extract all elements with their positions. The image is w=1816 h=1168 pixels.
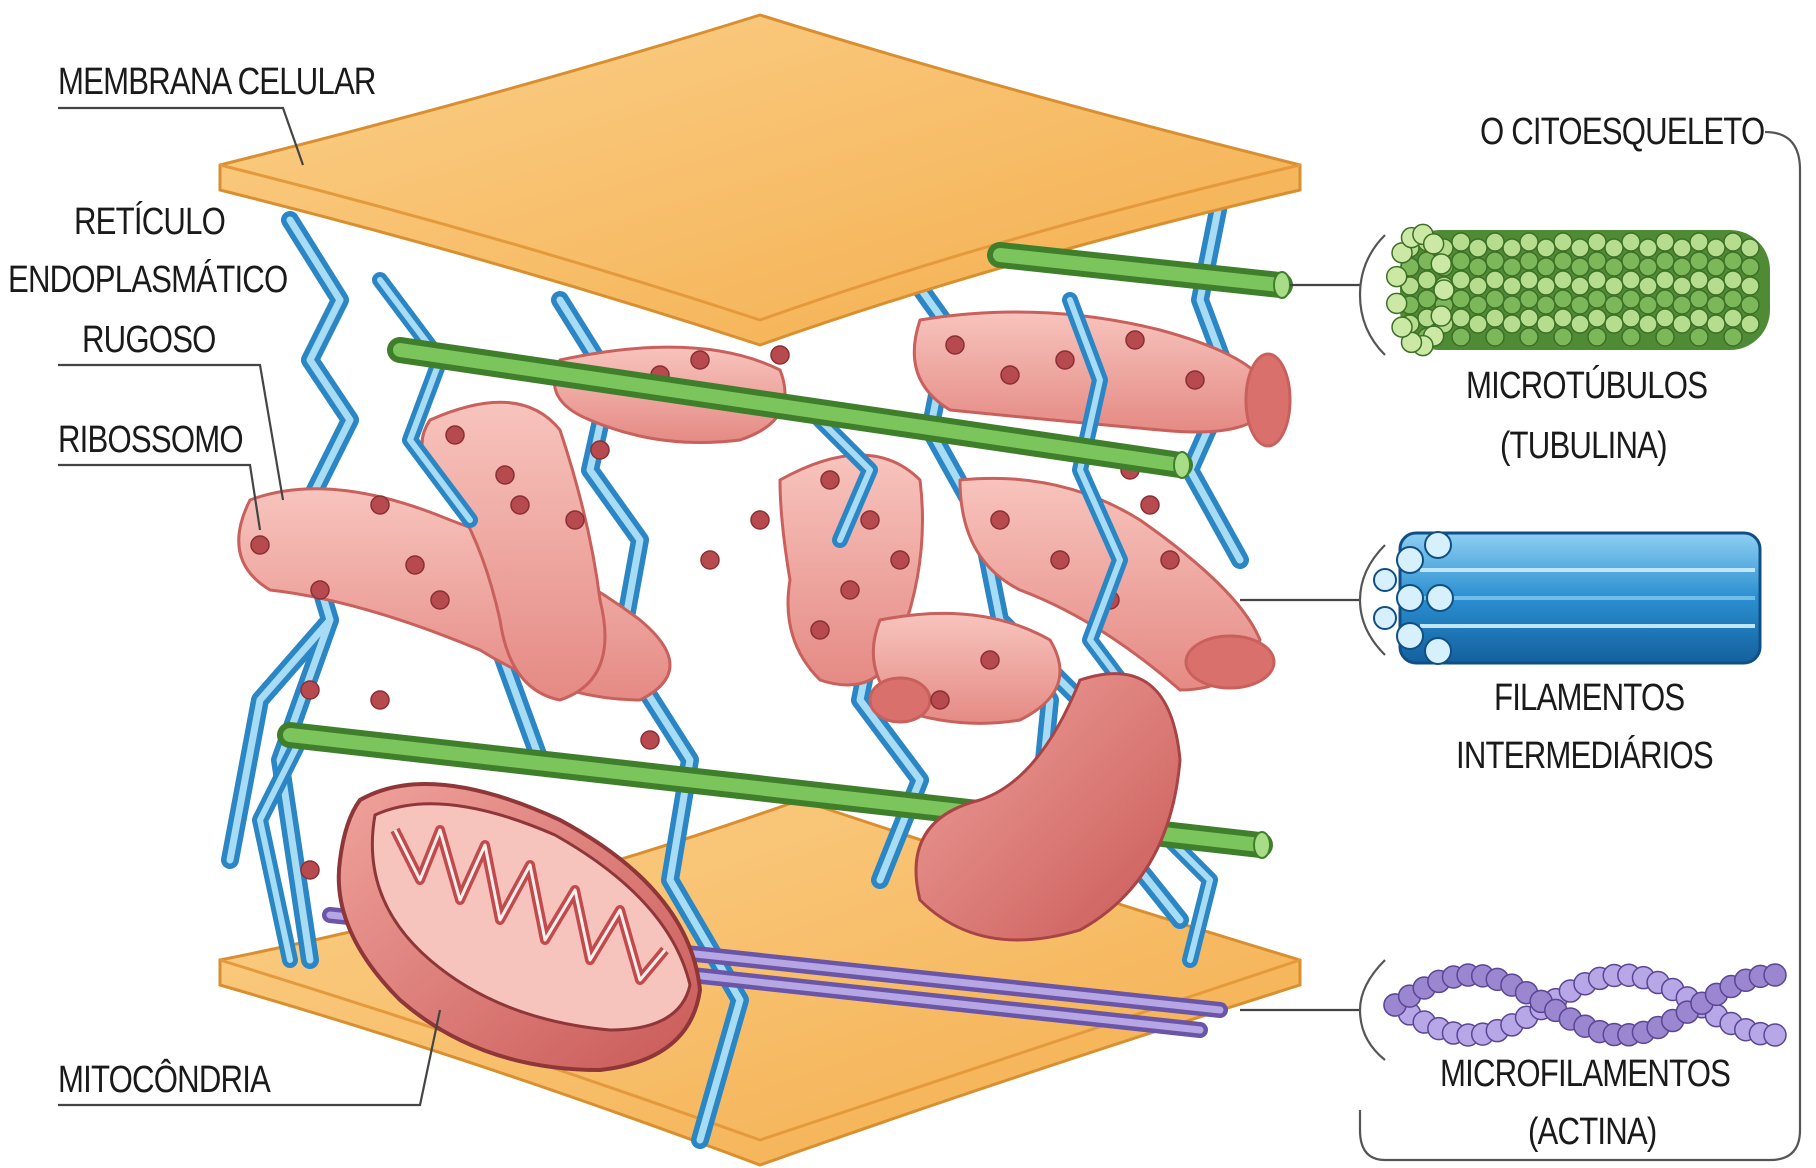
label-mitocondria: MITOCÔNDRIA bbox=[58, 1058, 270, 1102]
label-microtubulos-line2: (TUBULINA) bbox=[1500, 424, 1667, 468]
label-reticulo-line1: RETÍCULO bbox=[74, 200, 225, 244]
microtubule-detail-icon bbox=[1387, 224, 1770, 355]
label-microfilamentos-line1: MICROFILAMENTOS bbox=[1440, 1052, 1730, 1096]
label-reticulo-line3: RUGOSO bbox=[82, 318, 216, 362]
intermediate-filament-detail-icon bbox=[1374, 532, 1760, 664]
label-filamentos-line1: FILAMENTOS bbox=[1494, 676, 1684, 720]
label-microtubulos-line1: MICROTÚBULOS bbox=[1466, 364, 1707, 408]
label-reticulo-line2: ENDOPLASMÁTICO bbox=[8, 258, 287, 302]
label-filamentos-line2: INTERMEDIÁRIOS bbox=[1456, 734, 1713, 778]
label-membrana-celular: MEMBRANA CELULAR bbox=[58, 60, 376, 104]
label-o-citoesqueleto: O CITOESQUELETO bbox=[1480, 110, 1764, 154]
label-microfilamentos-line2: (ACTINA) bbox=[1528, 1110, 1656, 1154]
actin-detail-icon bbox=[1384, 964, 1786, 1046]
label-ribossomo: RIBOSSOMO bbox=[58, 418, 243, 462]
